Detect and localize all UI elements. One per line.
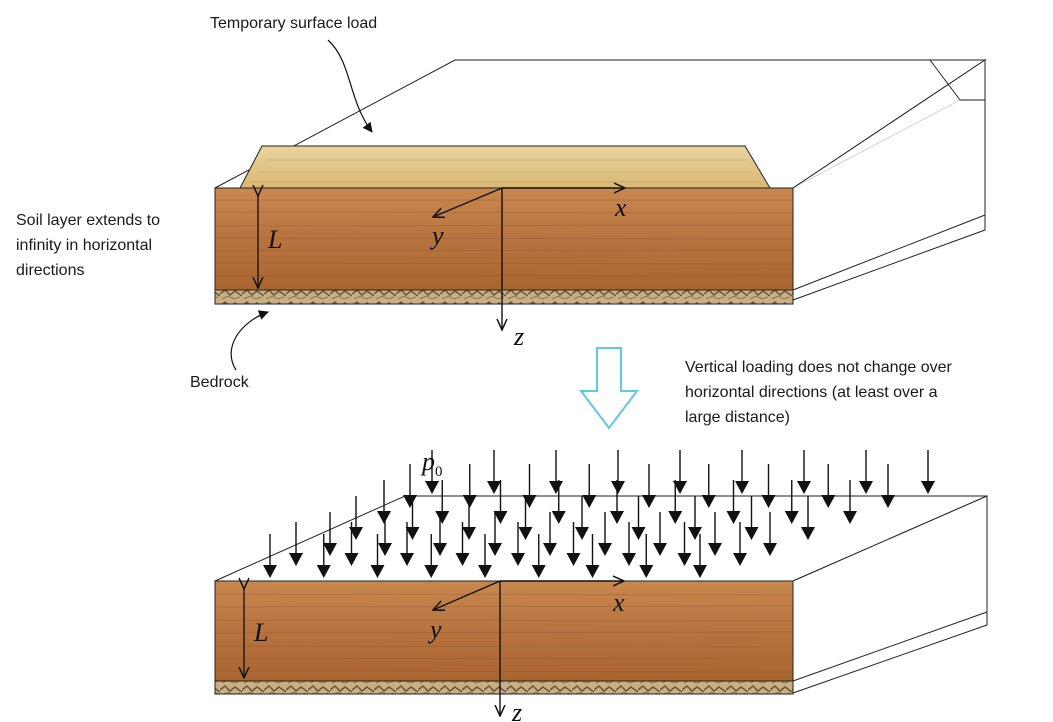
uniform-load-arrows — [263, 450, 935, 578]
down-arrow-icon — [370, 534, 385, 578]
down-arrow-icon — [493, 480, 508, 524]
down-arrow-icon — [859, 450, 873, 494]
down-arrow-icon — [610, 480, 624, 524]
down-arrow-icon — [688, 496, 702, 540]
down-arrow-icon — [543, 512, 557, 556]
soil-layer-label-line-3: directions — [16, 262, 84, 279]
bottom-soil-grain — [214, 593, 794, 673]
down-arrow-icon — [549, 450, 563, 494]
down-arrow-icon — [784, 480, 799, 524]
down-arrow-icon — [488, 512, 502, 556]
bedrock-label: Bedrock — [190, 374, 250, 391]
down-arrow-icon — [323, 512, 337, 556]
vertical-loading-label-line-2: horizontal directions (at least over a — [685, 384, 938, 401]
down-arrow-icon — [378, 512, 392, 556]
bottom-soil-block — [214, 495, 988, 695]
top-y-label: y — [429, 221, 444, 250]
down-arrow-icon — [797, 450, 811, 494]
down-arrow-icon — [726, 480, 741, 524]
down-arrow-icon — [763, 512, 777, 556]
down-arrow-icon — [531, 534, 546, 578]
top-axes — [258, 188, 625, 330]
down-arrow-icon — [511, 522, 525, 566]
down-arrow-icon — [653, 512, 667, 556]
down-arrow-icon — [551, 480, 566, 524]
down-arrow-icon — [761, 464, 776, 508]
down-arrow-icon — [881, 464, 895, 508]
down-arrow-icon — [677, 522, 692, 566]
bedrock-pointer — [230, 310, 269, 371]
down-arrow-icon — [639, 534, 654, 578]
down-arrow-icon — [316, 534, 331, 578]
down-arrow-icon — [611, 450, 625, 494]
down-arrow-icon — [400, 522, 414, 566]
down-arrow-icon — [708, 512, 722, 556]
bottom-axes — [244, 581, 624, 716]
down-arrow-icon — [487, 450, 501, 494]
down-arrow-icon — [733, 522, 747, 566]
down-arrow-icon — [575, 496, 589, 540]
soil-layer-label-line-1: Soil layer extends to — [16, 212, 160, 229]
down-arrow-icon — [735, 450, 749, 494]
p0-label: p0 — [420, 447, 443, 480]
down-arrow-icon — [455, 522, 470, 566]
down-arrow-icon — [631, 496, 646, 540]
top-z-label: z — [513, 322, 524, 351]
down-arrow-icon — [424, 534, 439, 578]
bottom-x-label: x — [612, 588, 625, 617]
down-arrow-icon — [921, 450, 935, 494]
down-arrow-icon — [585, 534, 600, 578]
down-arrow-icon — [598, 512, 612, 556]
down-arrow-icon — [433, 512, 447, 556]
down-arrow-icon — [344, 522, 359, 566]
down-arrow-icon — [349, 496, 363, 540]
bottom-L-label: L — [253, 618, 268, 647]
down-arrow-icon — [263, 534, 277, 578]
down-arrow-icon — [289, 522, 303, 566]
down-arrow-icon — [566, 522, 581, 566]
bottom-y-label: y — [427, 615, 442, 644]
down-arrow-icon — [462, 464, 477, 508]
down-arrow-icon — [701, 464, 716, 508]
top-x-label: x — [614, 193, 627, 222]
vertical-loading-label-line-3: large distance) — [685, 409, 790, 426]
top-soil-block — [214, 59, 987, 305]
down-arrow-icon — [843, 480, 857, 524]
down-arrow-icon — [744, 496, 759, 540]
down-arrow-icon — [642, 464, 656, 508]
vertical-loading-label-line-1: Vertical loading does not change over — [685, 359, 953, 376]
temporary-load-pointer — [327, 39, 373, 133]
down-arrow-icon — [425, 450, 439, 494]
down-arrow-icon — [478, 534, 492, 578]
down-arrow-icon — [403, 464, 417, 508]
top-L-label: L — [267, 225, 282, 254]
temporary-load-label: Temporary surface load — [210, 15, 377, 32]
bottom-z-label: z — [511, 698, 522, 722]
down-arrow-icon — [377, 480, 391, 524]
transition-arrow-icon — [578, 347, 640, 430]
down-arrow-icon — [518, 496, 533, 540]
top-bedrock-strip — [214, 289, 794, 305]
p-symbol: p — [420, 447, 435, 476]
down-arrow-icon — [821, 464, 836, 508]
p-subscript: 0 — [435, 464, 443, 480]
down-arrow-icon — [801, 496, 815, 540]
top-soil-front-face — [214, 187, 794, 291]
bottom-soil-front-face — [214, 580, 794, 682]
bottom-bedrock-strip — [214, 680, 794, 695]
top-soil-grain — [214, 199, 794, 277]
down-arrow-icon — [673, 450, 687, 494]
down-arrow-icon — [405, 496, 420, 540]
soil-layer-label-line-2: infinity in horizontal — [16, 237, 152, 254]
load-texture — [250, 159, 760, 183]
down-arrow-icon — [693, 534, 707, 578]
down-arrow-icon — [582, 464, 597, 508]
down-arrow-icon — [435, 480, 450, 524]
down-arrow-icon — [668, 480, 683, 524]
down-arrow-icon — [622, 522, 636, 566]
down-arrow-icon — [462, 496, 476, 540]
